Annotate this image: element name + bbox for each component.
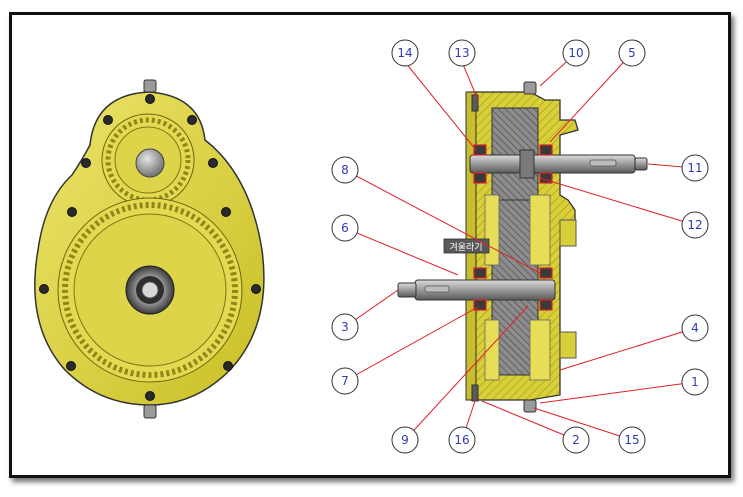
callout-4: 4 [681, 314, 709, 342]
bearings [473, 144, 553, 311]
lower-shaft [397, 279, 556, 301]
housing-studs [143, 79, 157, 419]
callout-14: 14 [391, 39, 419, 67]
small-gear [101, 113, 195, 207]
callout-13: 13 [448, 39, 476, 67]
svg-text:14: 14 [397, 46, 412, 60]
svg-text:8: 8 [341, 163, 349, 177]
callouts: 14 13 10 5 8 11 12 6 3 4 7 1 9 16 2 15 [331, 39, 709, 454]
upper-shaft [469, 149, 648, 179]
section-bolts [471, 81, 537, 413]
callout-2: 2 [562, 426, 590, 454]
svg-text:11: 11 [687, 161, 702, 175]
svg-text:7: 7 [341, 374, 349, 388]
gearbox-front-view [34, 79, 265, 419]
large-gear [57, 197, 243, 383]
gearbox-section-view [397, 81, 648, 413]
callout-12: 12 [681, 211, 709, 239]
callout-3: 3 [331, 313, 359, 341]
callout-11: 11 [681, 154, 709, 182]
svg-text:3: 3 [341, 320, 349, 334]
tooltip-label: 겨울라기 [449, 242, 482, 253]
callout-1: 1 [681, 368, 709, 396]
callout-16: 16 [448, 426, 476, 454]
callout-10: 10 [562, 39, 590, 67]
small-gear-shaft [135, 148, 165, 178]
svg-text:13: 13 [454, 46, 469, 60]
housing-bolts [39, 94, 261, 401]
svg-text:9: 9 [401, 433, 409, 447]
svg-text:4: 4 [691, 321, 699, 335]
svg-text:1: 1 [691, 375, 699, 389]
callout-15: 15 [618, 426, 646, 454]
callout-7: 7 [331, 367, 359, 395]
svg-text:2: 2 [572, 433, 580, 447]
svg-text:5: 5 [628, 46, 636, 60]
callout-6: 6 [331, 214, 359, 242]
svg-text:6: 6 [341, 221, 349, 235]
svg-text:16: 16 [454, 433, 469, 447]
callout-9: 9 [391, 426, 419, 454]
callout-5: 5 [618, 39, 646, 67]
svg-text:15: 15 [624, 433, 639, 447]
svg-text:12: 12 [687, 218, 702, 232]
callout-8: 8 [331, 156, 359, 184]
svg-text:10: 10 [568, 46, 583, 60]
tooltip: 겨울라기 [443, 238, 490, 254]
